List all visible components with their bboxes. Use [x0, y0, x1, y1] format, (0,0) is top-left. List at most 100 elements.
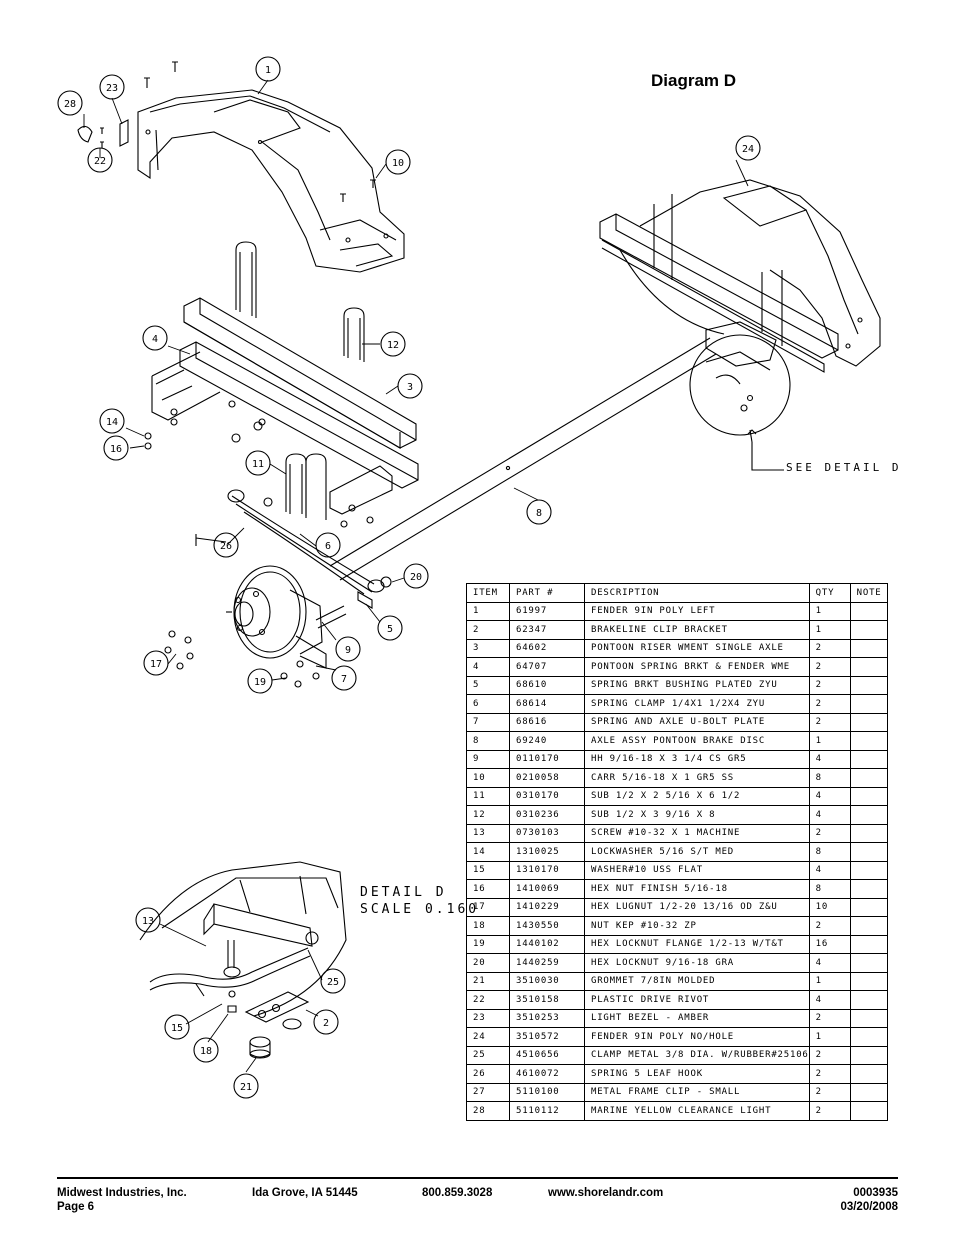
cell-qty: 4	[808, 786, 851, 806]
cell-description: METAL FRAME CLIP - SMALL	[584, 1082, 810, 1102]
cell-note	[849, 675, 888, 695]
cell-part-number: 0110170	[509, 749, 585, 769]
svg-text:26: 26	[220, 541, 232, 552]
cell-qty: 1	[808, 971, 851, 991]
header-description: DESCRIPTION	[584, 583, 810, 603]
cell-qty: 2	[808, 1008, 851, 1028]
pontoon-riser-drawing	[151, 297, 419, 515]
cell-note	[849, 860, 888, 880]
cell-item: 10	[466, 768, 510, 788]
cell-item: 17	[466, 897, 510, 917]
cell-part-number: 64707	[509, 657, 585, 677]
svg-text:6: 6	[325, 541, 331, 552]
svg-text:9: 9	[345, 645, 351, 656]
svg-text:8: 8	[536, 508, 542, 519]
cell-description: PONTOON SPRING BRKT & FENDER WME	[584, 657, 810, 677]
callout-leaders	[83, 79, 749, 1073]
detail-d-title: DETAIL D	[360, 885, 447, 900]
cell-note	[849, 842, 888, 862]
cell-part-number: 1440102	[509, 934, 585, 954]
cell-part-number: 4610072	[509, 1064, 585, 1084]
cell-description: MARINE YELLOW CLEARANCE LIGHT	[584, 1101, 810, 1121]
detail-d-view	[139, 861, 347, 1059]
cell-qty: 2	[808, 916, 851, 936]
cell-part-number: 3510030	[509, 971, 585, 991]
cell-note	[849, 657, 888, 677]
cell-qty: 2	[808, 1064, 851, 1084]
cell-qty: 1	[808, 601, 851, 621]
cell-note	[849, 1008, 888, 1028]
cell-item: 24	[466, 1027, 510, 1047]
cell-part-number: 61997	[509, 601, 585, 621]
fender-left-drawing	[137, 89, 405, 273]
callout-6: 6	[315, 532, 341, 558]
callout-28: 28	[57, 90, 83, 116]
cell-part-number: 0210058	[509, 768, 585, 788]
svg-text:11: 11	[252, 459, 264, 470]
cell-item: 3	[466, 638, 510, 658]
svg-text:19: 19	[254, 677, 266, 688]
cell-qty: 1	[808, 731, 851, 751]
cell-note	[849, 712, 888, 732]
callout-2: 2	[313, 1009, 339, 1035]
cell-description: GROMMET 7/8IN MOLDED	[584, 971, 810, 991]
callout-24: 24	[735, 135, 761, 161]
cell-item: 2	[466, 620, 510, 640]
cell-description: LIGHT BEZEL - AMBER	[584, 1008, 810, 1028]
cell-part-number: 0730103	[509, 823, 585, 843]
detail-d-scale: SCALE 0.160	[360, 902, 480, 917]
cell-note	[849, 601, 888, 621]
callout-26: 26	[213, 532, 239, 558]
cell-description: SCREW #10-32 X 1 MACHINE	[584, 823, 810, 843]
cell-description: HEX LOCKNUT 9/16-18 GRA	[584, 953, 810, 973]
cell-part-number: 1310025	[509, 842, 585, 862]
cell-item: 11	[466, 786, 510, 806]
cell-item: 9	[466, 749, 510, 769]
cell-description: BRAKELINE CLIP BRACKET	[584, 620, 810, 640]
cell-part-number: 68610	[509, 675, 585, 695]
fender-right-drawing	[599, 179, 881, 373]
cell-qty: 2	[808, 638, 851, 658]
footer-doc-number: 0003935	[853, 1187, 898, 1199]
svg-text:2: 2	[323, 1018, 329, 1029]
svg-text:22: 22	[94, 156, 106, 167]
cell-note	[849, 620, 888, 640]
cell-item: 27	[466, 1082, 510, 1102]
footer-location: Ida Grove, IA 51445	[252, 1187, 358, 1199]
svg-text:15: 15	[171, 1023, 183, 1034]
svg-text:14: 14	[106, 417, 118, 428]
cell-description: HEX LOCKNUT FLANGE 1/2-13 W/T&T	[584, 934, 810, 954]
cell-item: 1	[466, 601, 510, 621]
cell-note	[849, 694, 888, 714]
cell-note	[849, 786, 888, 806]
cell-note	[849, 1082, 888, 1102]
cell-note	[849, 971, 888, 991]
cell-qty: 8	[808, 879, 851, 899]
header-qty: QTY	[808, 583, 851, 603]
leaf-spring-drawing	[195, 489, 385, 595]
callout-14: 14	[99, 408, 125, 434]
cell-description: CLAMP METAL 3/8 DIA. W/RUBBER#25106	[584, 1045, 810, 1065]
footer-company-block: Midwest Industries, Inc. Page 6	[57, 1186, 187, 1214]
callout-8: 8	[526, 499, 552, 525]
cell-item: 15	[466, 860, 510, 880]
cell-part-number: 3510253	[509, 1008, 585, 1028]
svg-text:25: 25	[327, 977, 339, 988]
cell-description: WASHER#10 USS FLAT	[584, 860, 810, 880]
cell-item: 28	[466, 1101, 510, 1121]
cell-qty: 2	[808, 1045, 851, 1065]
callout-19: 19	[247, 668, 273, 694]
cell-qty: 4	[808, 749, 851, 769]
cell-qty: 10	[808, 897, 851, 917]
